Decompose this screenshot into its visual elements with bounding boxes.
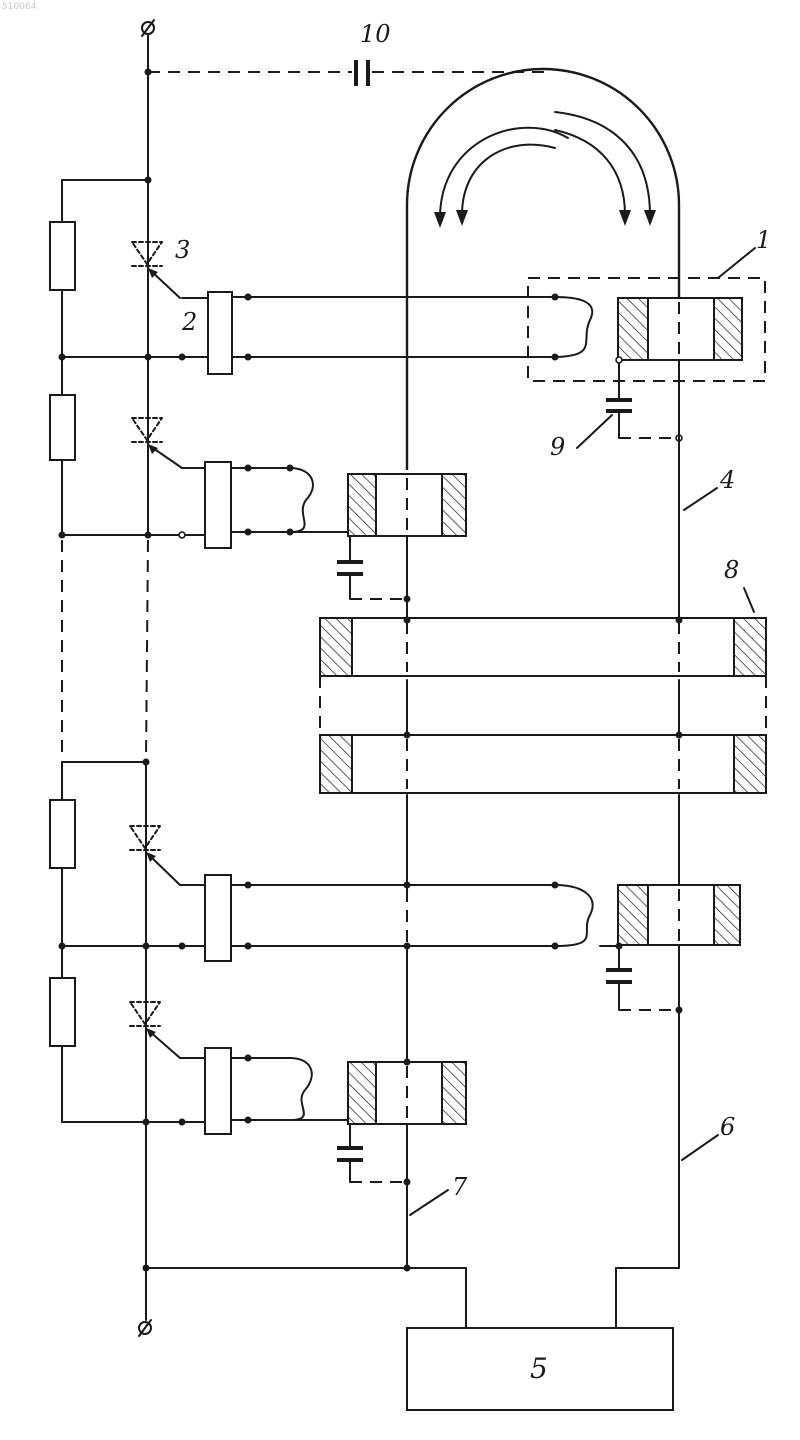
stage-4: [62, 1048, 466, 1182]
label-9: 9: [550, 433, 565, 461]
resistor-ladder: [50, 180, 148, 1122]
corner-mark: 510064: [2, 2, 37, 12]
label-5: 5: [530, 1352, 548, 1385]
resistor-1: [50, 222, 75, 290]
stage-2: [62, 462, 466, 599]
label-2: 2: [181, 308, 197, 336]
label-4: 4: [719, 466, 735, 494]
ferrite-1: [648, 298, 714, 360]
label-1: 1: [756, 226, 771, 254]
stage-1: [62, 278, 765, 448]
bottom-connections: [146, 1268, 679, 1328]
ferrite-3: [648, 885, 714, 945]
pulse-transformer-2: [205, 462, 231, 548]
stage-3: [62, 875, 740, 1010]
label-3: 3: [175, 236, 190, 264]
top-terminal: [142, 20, 154, 36]
bottom-terminal: [139, 1320, 151, 1336]
label-6: 6: [720, 1113, 735, 1141]
flow-arrows: [434, 112, 656, 228]
resistor-2: [50, 395, 75, 460]
label-10: 10: [360, 20, 391, 48]
coil-1: [555, 297, 592, 357]
coil-4: [290, 1058, 312, 1120]
coil-3: [555, 885, 593, 946]
left-bus: [146, 35, 148, 1320]
pulse-transformer-3: [205, 875, 231, 961]
ring-8: [320, 588, 766, 793]
resistor-3: [50, 800, 75, 868]
label-7: 7: [452, 1173, 468, 1201]
thyristor-3: [130, 826, 180, 885]
ferrite-4: [376, 1062, 442, 1124]
thyristor-4: [130, 1002, 180, 1058]
label-8: 8: [724, 556, 739, 584]
thyristor-1: [132, 242, 180, 298]
pulse-transformer-1: [208, 292, 232, 374]
resistor-4: [50, 978, 75, 1046]
pulse-transformer-4: [205, 1048, 231, 1134]
ferrite-2: [376, 474, 442, 536]
coil-2: [290, 468, 313, 532]
thyristor-2: [132, 418, 182, 468]
